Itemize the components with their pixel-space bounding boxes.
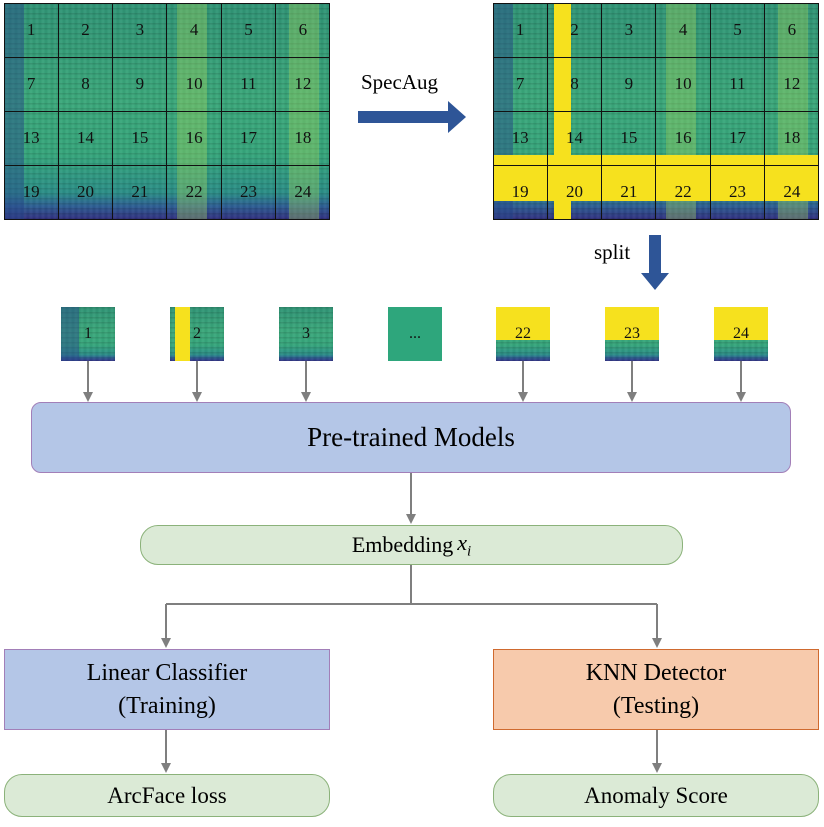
grid-cell: 19 [492,164,548,220]
grid-cell: 12 [275,56,331,112]
embedding-box: Embedding xi [140,525,683,565]
grid-cell: 4 [655,2,711,58]
linear-classifier-box: Linear Classifier (Training) [4,649,330,730]
grid-cell: 16 [655,110,711,166]
grid-cell: 13 [3,110,59,166]
grid-cell: 21 [112,164,168,220]
anomaly-score-label: Anomaly Score [584,782,728,808]
grid-cell: 4 [166,2,222,58]
patch-2: 2 [170,307,224,361]
grid-cell: 8 [546,56,603,112]
grid-cell: 24 [764,164,820,220]
grid-cell: 14 [546,110,603,166]
grid-cell: 22 [166,164,222,220]
grid-cell: 16 [166,110,222,166]
grid-cell: 20 [546,164,603,220]
grid-cell: 22 [655,164,711,220]
patch-label: 23 [624,325,640,342]
grid-cell: 11 [709,56,766,112]
grid-cell: 14 [57,110,114,166]
patch-label: 1 [84,325,92,342]
pretrained-models-box: Pre-trained Models [31,402,791,473]
knn-detector-title: KNN Detector [585,660,727,687]
augmented-spectrogram-grid: 1 2 3 4 5 6 7 8 9 10 11 12 13 14 15 16 1… [492,2,820,220]
grid-cell: 23 [709,164,766,220]
grid-cell: 10 [166,56,222,112]
pretrained-models-label: Pre-trained Models [307,422,515,452]
grid-cell: 6 [275,2,331,58]
original-spectrogram-grid: 1 2 3 4 5 6 7 8 9 10 11 12 13 14 15 16 1… [3,2,331,220]
patch-24: 24 [714,307,768,361]
grid-cell: 18 [275,110,331,166]
grid-cell: 1 [492,2,548,58]
patch-label: 3 [302,325,310,342]
split-label: split [594,240,631,264]
patch-23: 23 [605,307,659,361]
grid-cell: 2 [546,2,603,58]
patch-3: 3 [279,307,333,361]
grid-cell: 2 [57,2,114,58]
grid-cell: 5 [220,2,277,58]
grid-cell: 10 [655,56,711,112]
grid-cell: 23 [220,164,277,220]
grid-cell: 6 [764,2,820,58]
patch-22: 22 [496,307,550,361]
patch-label: 22 [515,325,531,342]
grid-cell: 15 [112,110,168,166]
arcface-loss-label: ArcFace loss [107,782,227,808]
grid-cell: 9 [112,56,168,112]
patch-label: 24 [733,325,749,342]
patch-1: 1 [61,307,115,361]
grid-cell: 7 [492,56,548,112]
anomaly-score-box: Anomaly Score [493,774,819,817]
embedding-label: Embedding [351,532,454,557]
linear-classifier-title: Linear Classifier [86,660,248,687]
embedding-variable: xi [457,529,472,560]
grid-cell: 5 [709,2,766,58]
grid-cell: 15 [601,110,657,166]
grid-cell: 18 [764,110,820,166]
linear-classifier-mode: (Training) [118,692,216,719]
knn-detector-box: KNN Detector (Testing) [493,649,819,730]
specaug-label: SpecAug [361,70,438,94]
grid-cell: 11 [220,56,277,112]
grid-cell: 24 [275,164,331,220]
grid-cell: 12 [764,56,820,112]
grid-cell: 1 [3,2,59,58]
grid-cell: 8 [57,56,114,112]
grid-cell: 7 [3,56,59,112]
grid-cell: 13 [492,110,548,166]
grid-cell: 17 [220,110,277,166]
arcface-loss-box: ArcFace loss [4,774,330,817]
patch-label: 2 [193,325,201,342]
grid-cell: 21 [601,164,657,220]
grid-cell: 3 [112,2,168,58]
grid-cell: 20 [57,164,114,220]
patch-ellipsis: ... [388,307,442,361]
grid-cell: 3 [601,2,657,58]
patch-label: ... [409,325,421,342]
knn-detector-mode: (Testing) [612,692,700,719]
grid-cell: 19 [3,164,59,220]
grid-cell: 17 [709,110,766,166]
grid-cell: 9 [601,56,657,112]
